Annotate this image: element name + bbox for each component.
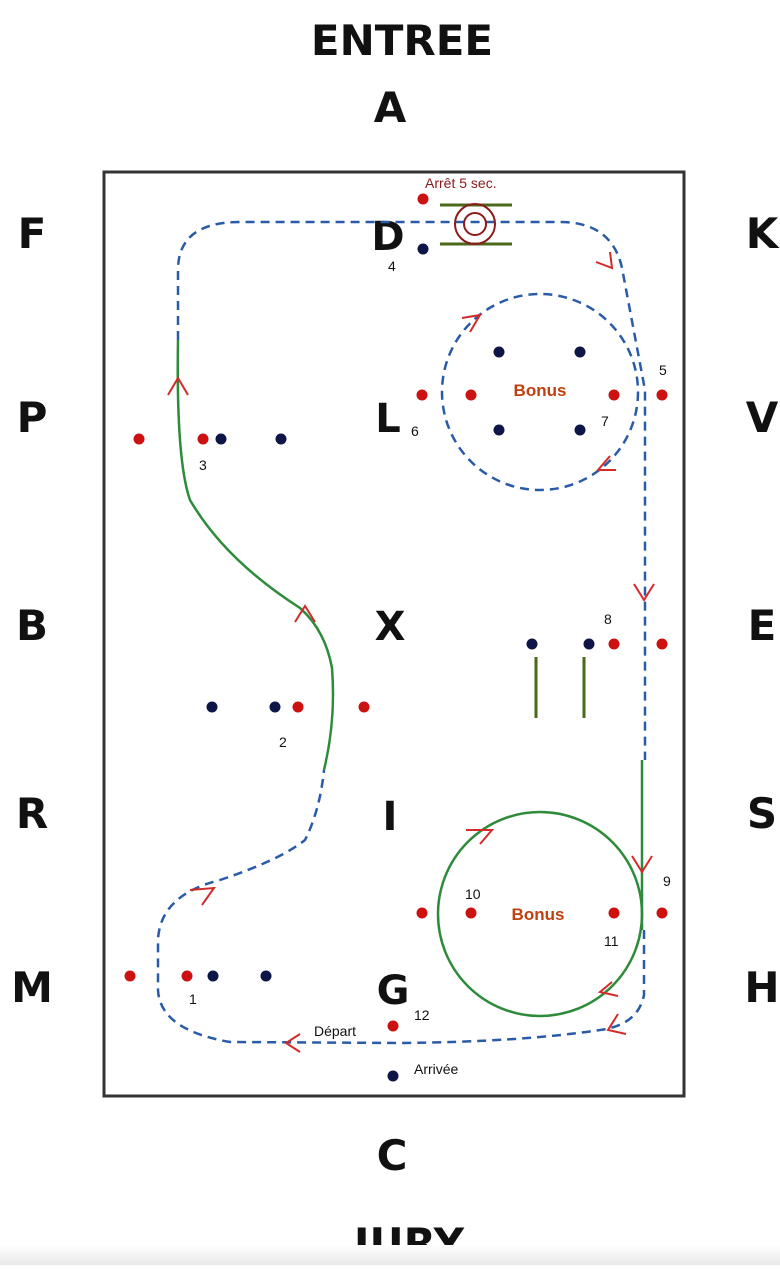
letter-g: G [377,968,410,1014]
arrow-icon [595,455,616,471]
direction-arrows [167,251,655,1053]
blue-cone [417,243,429,255]
blue-cone [526,638,538,650]
red-cone [181,970,193,982]
start-label: Départ [314,1023,356,1039]
letter-m: M [11,963,53,1012]
red-cone [292,701,304,713]
arrow-icon [167,376,189,396]
bottom-edge-shadow [0,1245,780,1265]
red-cones [124,193,668,1032]
letter-p: P [17,393,48,442]
finish-label: Arrivée [414,1061,459,1077]
blue-cone [275,433,287,445]
red-cone [197,433,209,445]
centerline-letters: D L X I G [371,214,409,1014]
letter-x: X [375,604,406,650]
blue-cone [493,424,505,436]
red-cone [358,701,370,713]
arrow-icon [595,251,614,270]
obstacle-number: 9 [663,873,671,889]
letter-k: K [746,209,780,258]
blue-cones [206,243,595,1082]
obstacle-numbers: 1 2 3 4 5 6 7 8 9 10 11 12 [189,258,671,1023]
obstacle-number: 11 [604,933,619,949]
bonus-label-bottom: Bonus [512,905,565,924]
letter-b: B [16,601,48,650]
arrow-icon [189,886,217,906]
arrow-icon [466,829,495,845]
arrow-icon [294,604,316,623]
entry-title: ENTREE [311,16,493,65]
red-cone [465,907,477,919]
arrow-icon [461,313,482,333]
letter-l: L [375,396,401,442]
red-cone [416,389,428,401]
obstacle-number: 12 [414,1007,430,1023]
obstacle-number: 6 [411,423,419,439]
letter-h: H [744,963,779,1012]
blue-cone [583,638,595,650]
bonus-circle-top [440,292,640,492]
arrow-icon [597,981,619,997]
obstacle-number: 5 [659,362,667,378]
trot-path-outer [176,220,647,760]
blue-cone [574,346,586,358]
blue-cone [574,424,586,436]
outside-letters: A C F P B R M K V E S H [11,83,780,1180]
blue-cone [260,970,272,982]
trot-path-lower [156,769,646,1045]
letter-c: C [377,1131,408,1180]
obstacle-number: 3 [199,457,207,473]
bonus-circle-bottom [436,810,644,1018]
red-cone [608,389,620,401]
red-cone [656,389,668,401]
blue-cone [269,701,281,713]
red-cone [656,638,668,650]
arrow-icon [284,1033,301,1053]
red-cone [124,970,136,982]
red-cone [608,907,620,919]
obstacle-number: 8 [604,611,612,627]
blue-cone [206,701,218,713]
red-cone [465,389,477,401]
obstacle-number: 7 [601,413,609,429]
stop-figure [440,203,512,246]
red-cone [387,1020,399,1032]
letter-v: V [746,393,779,442]
obstacle-number: 10 [465,886,481,902]
letter-s: S [747,789,777,838]
red-cone [656,907,668,919]
letter-f: F [18,209,47,258]
arena-border [102,170,686,1098]
obstacle-number: 1 [189,991,197,1007]
letter-r: R [16,789,48,838]
blue-cone [215,433,227,445]
red-cone [416,907,428,919]
red-cone [417,193,429,205]
obstacle-number: 2 [279,734,287,750]
blue-cone [493,346,505,358]
bonus-label-top: Bonus [514,381,567,400]
stop-label: Arrêt 5 sec. [425,175,497,191]
red-cone [133,433,145,445]
arrow-icon [606,1013,627,1035]
canter-path [176,339,335,771]
blue-cone [207,970,219,982]
arrow-icon [631,855,653,874]
letter-e: E [748,601,777,650]
arrow-icon [633,583,655,602]
red-cone [608,638,620,650]
letter-i: I [383,794,398,840]
letter-a: A [374,83,407,132]
blue-cone [387,1070,399,1082]
obstacle-number: 4 [388,258,396,274]
